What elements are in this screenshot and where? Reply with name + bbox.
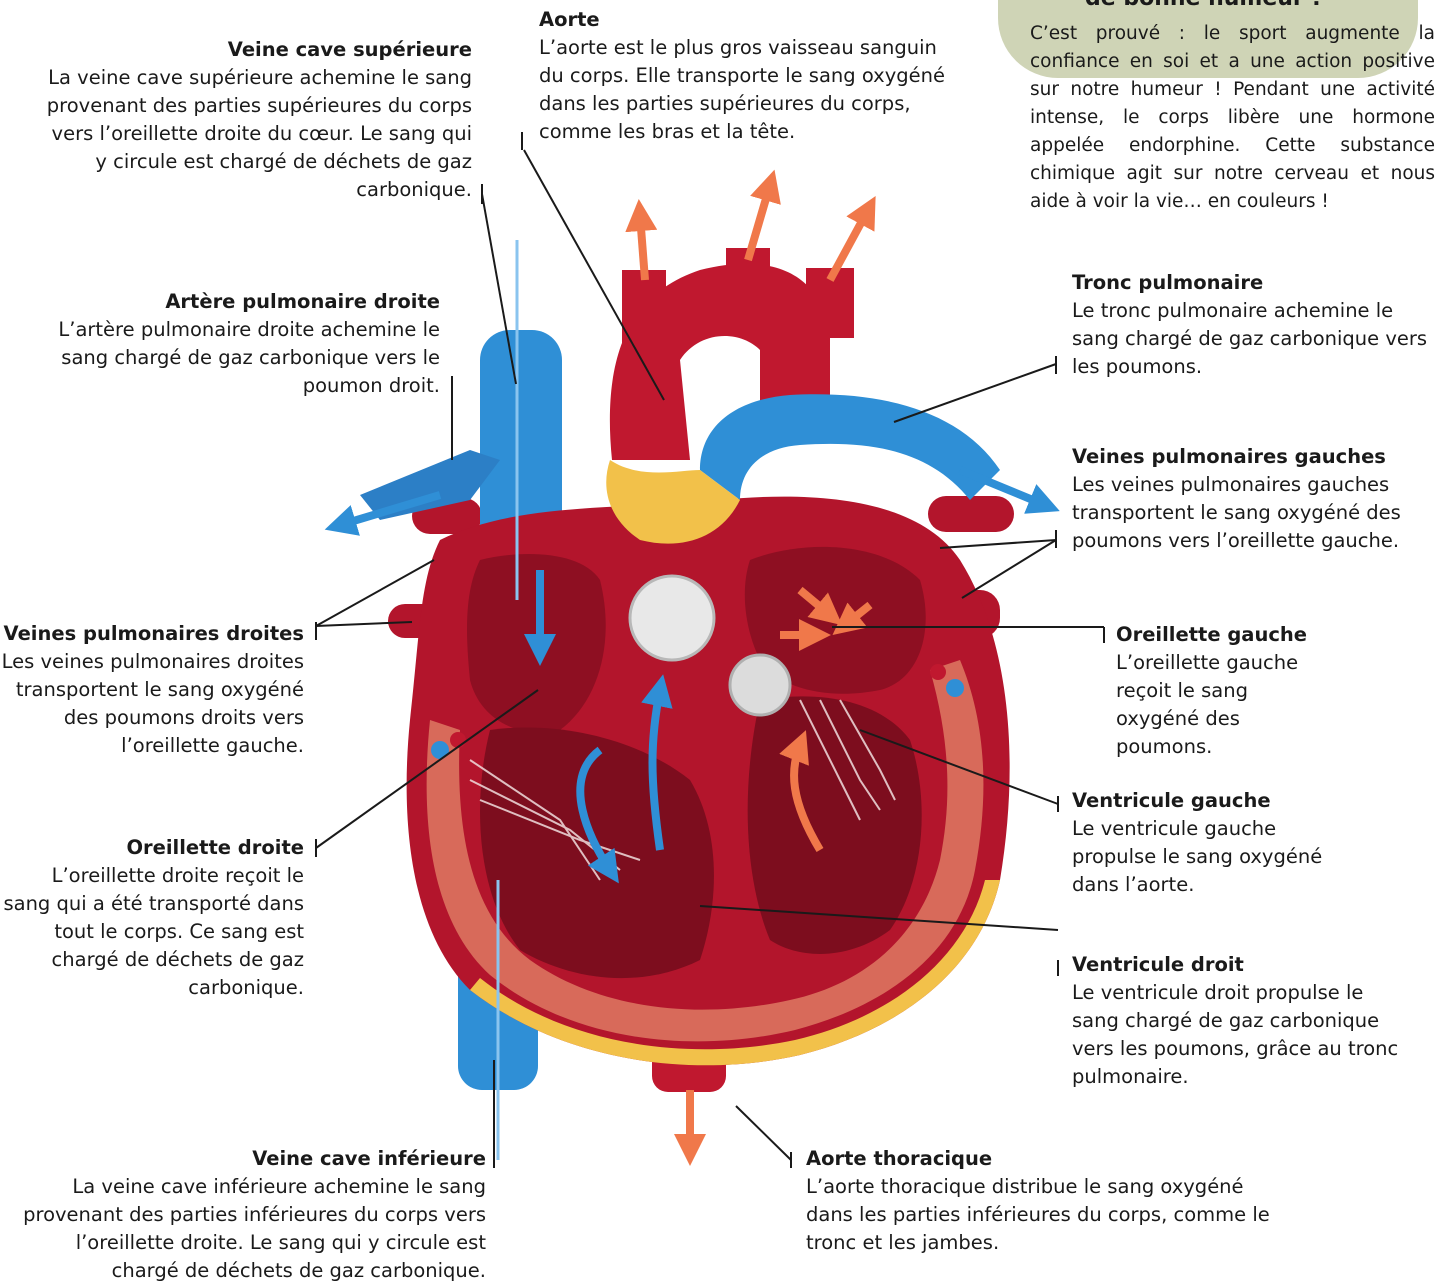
label-aorte-title: Aorte — [539, 6, 959, 34]
label-at-text: L’aorte thoracique distribue le sang oxy… — [806, 1173, 1296, 1257]
label-at-title: Aorte thoracique — [806, 1145, 1296, 1173]
label-veine-cave-superieure: Veine cave supérieure La veine cave supé… — [40, 36, 472, 204]
label-tp-title: Tronc pulmonaire — [1072, 269, 1444, 297]
label-vg-title: Ventricule gauche — [1072, 787, 1332, 815]
label-veines-pulmonaires-gauches: Veines pulmonaires gauches Les veines pu… — [1072, 443, 1444, 555]
label-aorte: Aorte L’aorte est le plus gros vaisseau … — [539, 6, 959, 146]
label-artere-pulmonaire-droite: Artère pulmonaire droite L’artère pulmon… — [40, 288, 440, 400]
label-ventricule-gauche: Ventricule gauche Le ventricule gauche p… — [1072, 787, 1332, 899]
label-vpg-text: Les veines pulmonaires gauches transport… — [1072, 471, 1444, 555]
label-vd-title: Ventricule droit — [1072, 951, 1412, 979]
label-apd-text: L’artère pulmonaire droite achemine le s… — [40, 316, 440, 400]
label-oreillette-droite: Oreillette droite L’oreillette droite re… — [0, 834, 304, 1002]
label-tronc-pulmonaire: Tronc pulmonaire Le tronc pulmonaire ach… — [1072, 269, 1444, 381]
label-od-text: L’oreillette droite reçoit le sang qui a… — [0, 862, 304, 1002]
label-vd-text: Le ventricule droit propulse le sang cha… — [1072, 979, 1412, 1091]
label-og-text: L’oreillette gauche reçoit le sang oxygé… — [1116, 649, 1326, 761]
label-veine-cave-inferieure: Veine cave inférieure La veine cave infé… — [20, 1145, 486, 1285]
label-od-title: Oreillette droite — [0, 834, 304, 862]
label-vpg-title: Veines pulmonaires gauches — [1072, 443, 1444, 471]
label-ventricule-droit: Ventricule droit Le ventricule droit pro… — [1072, 951, 1412, 1091]
label-veines-pulmonaires-droites: Veines pulmonaires droites Les veines pu… — [0, 620, 304, 760]
label-vci-title: Veine cave inférieure — [20, 1145, 486, 1173]
label-apd-title: Artère pulmonaire droite — [40, 288, 440, 316]
label-aorte-thoracique: Aorte thoracique L’aorte thoracique dist… — [806, 1145, 1296, 1257]
label-vpd-title: Veines pulmonaires droites — [0, 620, 304, 648]
label-vpd-text: Les veines pulmonaires droites transport… — [0, 648, 304, 760]
label-vcs-text: La veine cave supérieure achemine le san… — [40, 64, 472, 204]
label-og-title: Oreillette gauche — [1116, 621, 1326, 649]
label-oreillette-gauche: Oreillette gauche L’oreillette gauche re… — [1116, 621, 1326, 761]
label-vci-text: La veine cave inférieure achemine le san… — [20, 1173, 486, 1285]
label-tp-text: Le tronc pulmonaire achemine le sang cha… — [1072, 297, 1444, 381]
label-vg-text: Le ventricule gauche propulse le sang ox… — [1072, 815, 1332, 899]
label-vcs-title: Veine cave supérieure — [40, 36, 472, 64]
label-aorte-text: L’aorte est le plus gros vaisseau sangui… — [539, 34, 959, 146]
